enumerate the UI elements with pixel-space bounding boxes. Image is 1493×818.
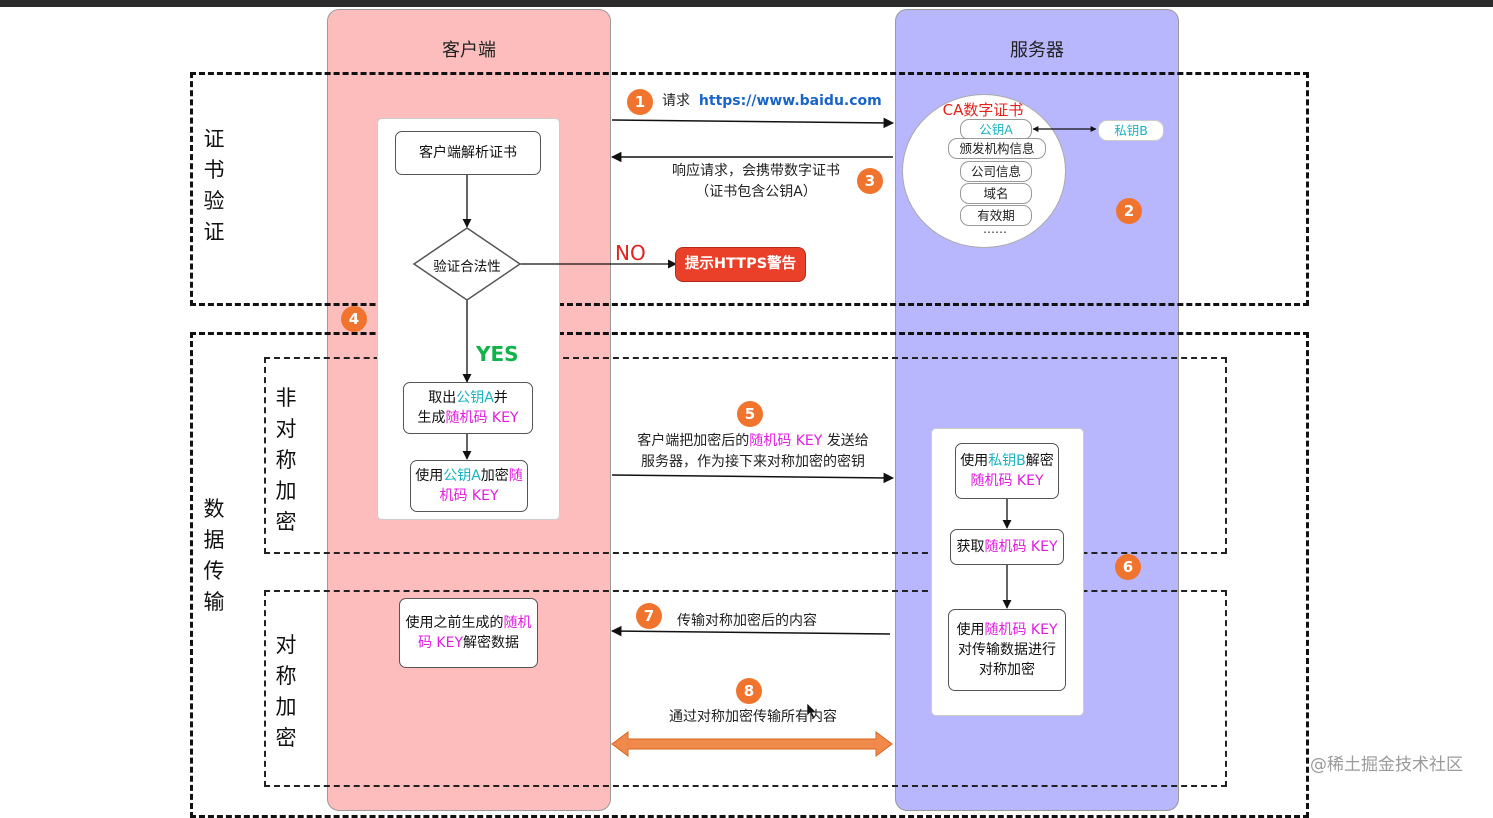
cert-item-issuer: 颁发机构信息 [948, 138, 1046, 159]
step-badge-8: 8 [736, 678, 762, 704]
box-https-warning: 提示HTTPS警告 [675, 247, 806, 282]
diamond-verify [412, 227, 522, 301]
section-asym-label: 非对称加密 [275, 386, 297, 534]
box-extract-key: 取出公钥A并 生成随机码 KEY [403, 382, 533, 434]
ca-certificate-title: CA数字证书 [942, 101, 1024, 119]
step-badge-6: 6 [1115, 554, 1141, 580]
cert-item-domain: 域名 [960, 183, 1032, 204]
box-server-get-key: 获取随机码 KEY [950, 529, 1064, 565]
section-data-label: 数据传输 [203, 497, 225, 614]
step-badge-7: 7 [636, 603, 662, 629]
box-parse-certificate: 客户端解析证书 [395, 131, 541, 175]
label-yes: YES [476, 342, 519, 366]
arrow-request [611, 117, 895, 129]
client-title: 客户端 [442, 40, 496, 61]
step5-note: 客户端把加密后的随机码 KEY 发送给 服务器，作为接下来对称加密的密钥 [637, 433, 869, 470]
server-title: 服务器 [1010, 40, 1064, 61]
cert-section-frame [190, 72, 1309, 306]
mouse-cursor-icon [806, 702, 817, 720]
step-badge-2: 2 [1116, 198, 1142, 224]
double-arrow-symmetric [611, 731, 893, 757]
private-key-b: 私钥B [1098, 120, 1164, 141]
diamond-verify-label: 验证合法性 [433, 259, 501, 275]
asym-section-frame [264, 357, 1227, 554]
section-sym-label: 对称加密 [275, 633, 297, 750]
cert-item-company: 公司信息 [960, 161, 1032, 182]
step7-note: 传输对称加密后的内容 [677, 613, 817, 629]
label-no: NO [615, 241, 646, 265]
box-server-decrypt: 使用私钥B解密 随机码 KEY [955, 443, 1059, 499]
step-badge-3: 3 [857, 168, 883, 194]
box-server-sym-encrypt: 使用随机码 KEY 对传输数据进行 对称加密 [948, 609, 1066, 691]
section-cert-label: 证书验证 [203, 127, 225, 244]
cert-item-ellipsis: …… [983, 222, 1007, 236]
arrow-send-key [611, 472, 895, 484]
box-encrypt-key: 使用公钥A加密随 机码 KEY [410, 460, 528, 512]
box-client-decrypt: 使用之前生成的随机 码 KEY解密数据 [399, 598, 538, 668]
step8-note: 通过对称加密传输所有内容 [669, 709, 837, 725]
cert-item-validity: 有效期 [960, 205, 1032, 226]
step1-url: https://www.baidu.com [698, 93, 882, 109]
step1-note: 请求 https://www.baidu.com [662, 93, 882, 109]
sym-section-frame [264, 590, 1227, 787]
step-badge-4: 4 [341, 306, 367, 332]
step-badge-1: 1 [627, 89, 653, 115]
arrow-transfer-content [610, 625, 891, 637]
step3-note: 响应请求，会携带数字证书 （证书包含公钥A） [672, 163, 840, 200]
watermark: @稀土掘金技术社区 [1310, 755, 1463, 775]
top-bar [0, 0, 1493, 7]
step-badge-5: 5 [737, 401, 763, 427]
arrow-layer [412, 117, 1097, 757]
